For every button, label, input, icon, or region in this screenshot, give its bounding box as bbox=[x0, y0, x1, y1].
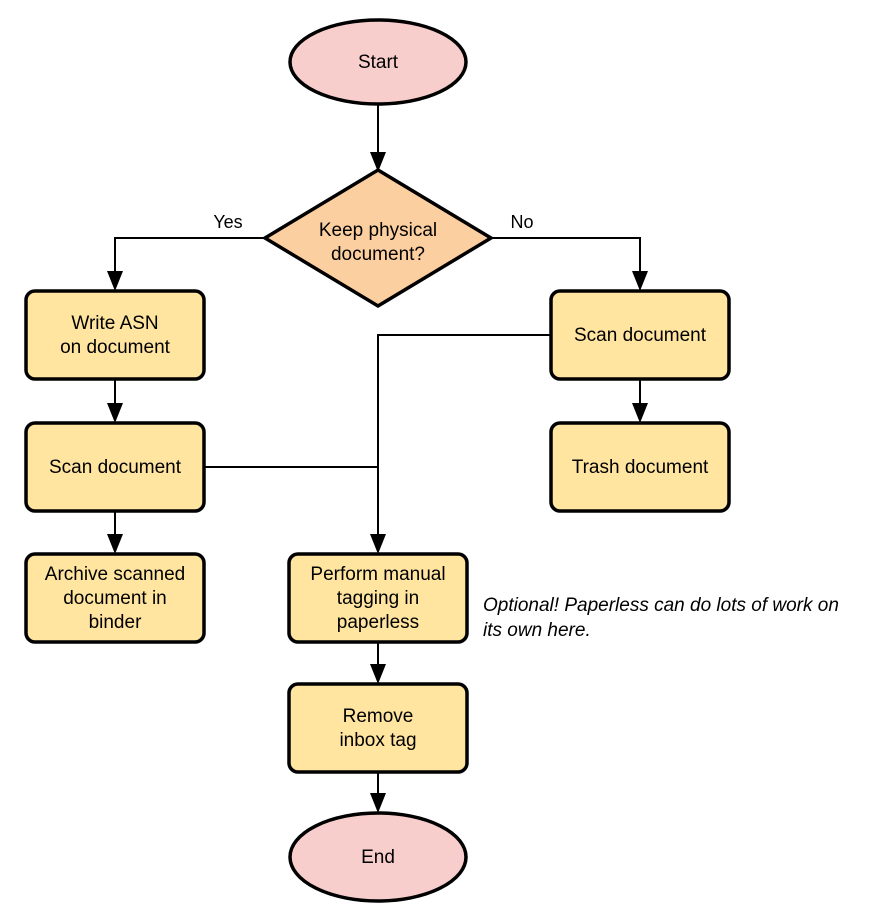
optional-note-line2: its own here. bbox=[483, 620, 591, 641]
connector-line bbox=[114, 237, 265, 281]
edge-decision-to-scan-right bbox=[491, 237, 648, 291]
edge-scan-left-to-archive bbox=[107, 511, 123, 554]
node-archive-scanned-document-in-binder[interactable]: Archive scanned document in binder bbox=[24, 552, 206, 644]
edge-start-to-decision bbox=[370, 104, 386, 172]
edge-label-yes: Yes bbox=[213, 212, 242, 232]
write-asn-label-line1: Write ASN bbox=[71, 313, 158, 334]
archive-label-line2: document in bbox=[63, 588, 167, 609]
arrowhead-icon bbox=[370, 152, 386, 172]
remove-inbox-tag-label-line1: Remove bbox=[343, 706, 414, 727]
node-scan-document-right[interactable]: Scan document bbox=[549, 289, 731, 381]
node-scan-document-left[interactable]: Scan document bbox=[24, 421, 206, 513]
archive-box[interactable] bbox=[24, 552, 206, 644]
node-perform-manual-tagging-in-paperless[interactable]: Perform manual tagging in paperless bbox=[287, 552, 469, 644]
tagging-label-line2: tagging in bbox=[337, 588, 419, 609]
node-start[interactable]: Start bbox=[288, 18, 468, 106]
arrowhead-icon bbox=[632, 403, 648, 423]
node-end[interactable]: End bbox=[288, 811, 468, 903]
annotation-optional-note: Optional! Paperless can do lots of work … bbox=[483, 595, 839, 641]
scan-document-left-box[interactable] bbox=[24, 421, 206, 513]
decision-label-line1: Keep physical bbox=[319, 220, 437, 241]
arrowhead-icon bbox=[107, 534, 123, 554]
edge-scan-right-to-trash bbox=[632, 379, 648, 423]
arrowhead-icon bbox=[107, 271, 123, 291]
start-ellipse[interactable] bbox=[288, 18, 468, 106]
arrowhead-icon bbox=[370, 534, 386, 554]
end-label: End bbox=[361, 847, 395, 868]
decision-label-line2: document? bbox=[331, 244, 425, 265]
edge-scan-right-to-tagging bbox=[370, 334, 551, 554]
edge-remove-inbox-tag-to-end bbox=[370, 772, 386, 813]
write-asn-label-line2: on document bbox=[60, 337, 171, 358]
arrowhead-icon bbox=[370, 793, 386, 813]
trash-document-box[interactable] bbox=[549, 421, 731, 513]
start-label: Start bbox=[358, 52, 399, 73]
connector-line bbox=[491, 237, 641, 281]
edge-tagging-to-remove-inbox-tag bbox=[370, 642, 386, 684]
decision-diamond[interactable] bbox=[261, 167, 495, 309]
node-trash-document[interactable]: Trash document bbox=[549, 421, 731, 513]
scan-document-left-label: Scan document bbox=[49, 457, 182, 478]
arrowhead-icon bbox=[370, 664, 386, 684]
remove-inbox-tag-box[interactable] bbox=[287, 682, 469, 774]
trash-document-label: Trash document bbox=[572, 457, 709, 478]
tagging-box[interactable] bbox=[287, 552, 469, 644]
tagging-label-line3: paperless bbox=[337, 612, 419, 633]
edge-decision-to-write-asn bbox=[107, 237, 265, 291]
connector-line bbox=[377, 334, 551, 544]
optional-note-line1: Optional! Paperless can do lots of work … bbox=[483, 595, 839, 616]
archive-label-line1: Archive scanned bbox=[45, 564, 185, 585]
arrowhead-icon bbox=[107, 403, 123, 423]
node-remove-inbox-tag[interactable]: Remove inbox tag bbox=[287, 682, 469, 774]
tagging-label-line1: Perform manual bbox=[310, 564, 445, 585]
node-write-asn-on-document[interactable]: Write ASN on document bbox=[24, 289, 206, 381]
scan-document-right-label: Scan document bbox=[574, 325, 707, 346]
write-asn-box[interactable] bbox=[24, 289, 206, 381]
arrowhead-icon bbox=[632, 271, 648, 291]
edge-write-asn-to-scan-left bbox=[107, 379, 123, 423]
end-ellipse[interactable] bbox=[288, 811, 468, 903]
scan-document-right-box[interactable] bbox=[549, 289, 731, 381]
remove-inbox-tag-label-line2: inbox tag bbox=[339, 730, 416, 751]
archive-label-line3: binder bbox=[89, 612, 142, 633]
edge-label-no: No bbox=[510, 212, 533, 232]
node-keep-physical-document[interactable]: Keep physical document? bbox=[261, 167, 495, 309]
